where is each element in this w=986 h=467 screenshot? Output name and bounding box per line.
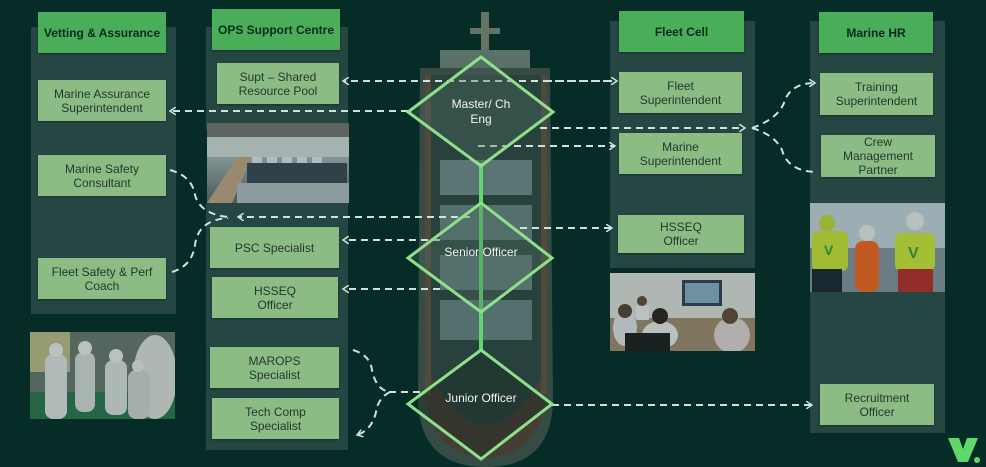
senior-officer-diamond[interactable] [405, 201, 555, 314]
marops-specialist-box: MAROPS Specialist [210, 347, 339, 388]
master-diamond[interactable] [405, 55, 556, 168]
hr-header: Marine HR [819, 12, 933, 53]
crew-ppe-photo [30, 332, 175, 419]
fleet-safety-perf-coach-box: Fleet Safety & Perf Coach [38, 258, 166, 299]
supt-shared-resource-pool-box: Supt – Shared Resource Pool [217, 63, 339, 104]
master-ch-eng-label: Master/ Ch Eng [451, 97, 511, 126]
vetting-header: Vetting & Assurance [38, 12, 166, 53]
ops-header: OPS Support Centre [212, 9, 340, 50]
connector-marops [352, 349, 391, 393]
senior-officer-label: Senior Officer [444, 245, 518, 259]
fleet-superintendent-box: Fleet Superintendent [619, 72, 742, 113]
ops-hsseq-officer-box: HSSEQ Officer [212, 277, 338, 318]
office-photo [207, 123, 349, 203]
marine-assurance-superintendent-box: Marine Assurance Superintendent [38, 80, 166, 121]
connector-tech-comp [357, 391, 391, 435]
crew-management-partner-box: Crew Management Partner [821, 135, 935, 177]
meeting-photo [610, 273, 755, 351]
connector-hr-crew [751, 127, 819, 173]
psc-specialist-box: PSC Specialist [210, 227, 339, 268]
training-superintendent-box: Training Superintendent [820, 73, 933, 115]
marine-superintendent-box: Marine Superintendent [619, 133, 742, 174]
fleet-hsseq-officer-box: HSSEQ Officer [618, 215, 744, 253]
recruitment-officer-box: Recruitment Officer [820, 384, 934, 425]
svg-text:V: V [824, 242, 834, 258]
connector-hr-training [751, 83, 815, 129]
junior-officer-label: Junior Officer [445, 391, 517, 405]
svg-text:V: V [908, 245, 919, 262]
tech-comp-specialist-box: Tech Comp Specialist [212, 398, 339, 439]
company-logo-icon [948, 438, 980, 463]
workers-photo: V V [810, 203, 945, 292]
connector-fleet-safety-coach [171, 217, 229, 273]
marine-safety-consultant-box: Marine Safety Consultant [38, 155, 166, 196]
fleet-header: Fleet Cell [619, 11, 744, 52]
connector-safety-consultant [169, 169, 229, 218]
junior-officer-diamond[interactable] [405, 348, 555, 461]
ship-mast [481, 12, 489, 57]
